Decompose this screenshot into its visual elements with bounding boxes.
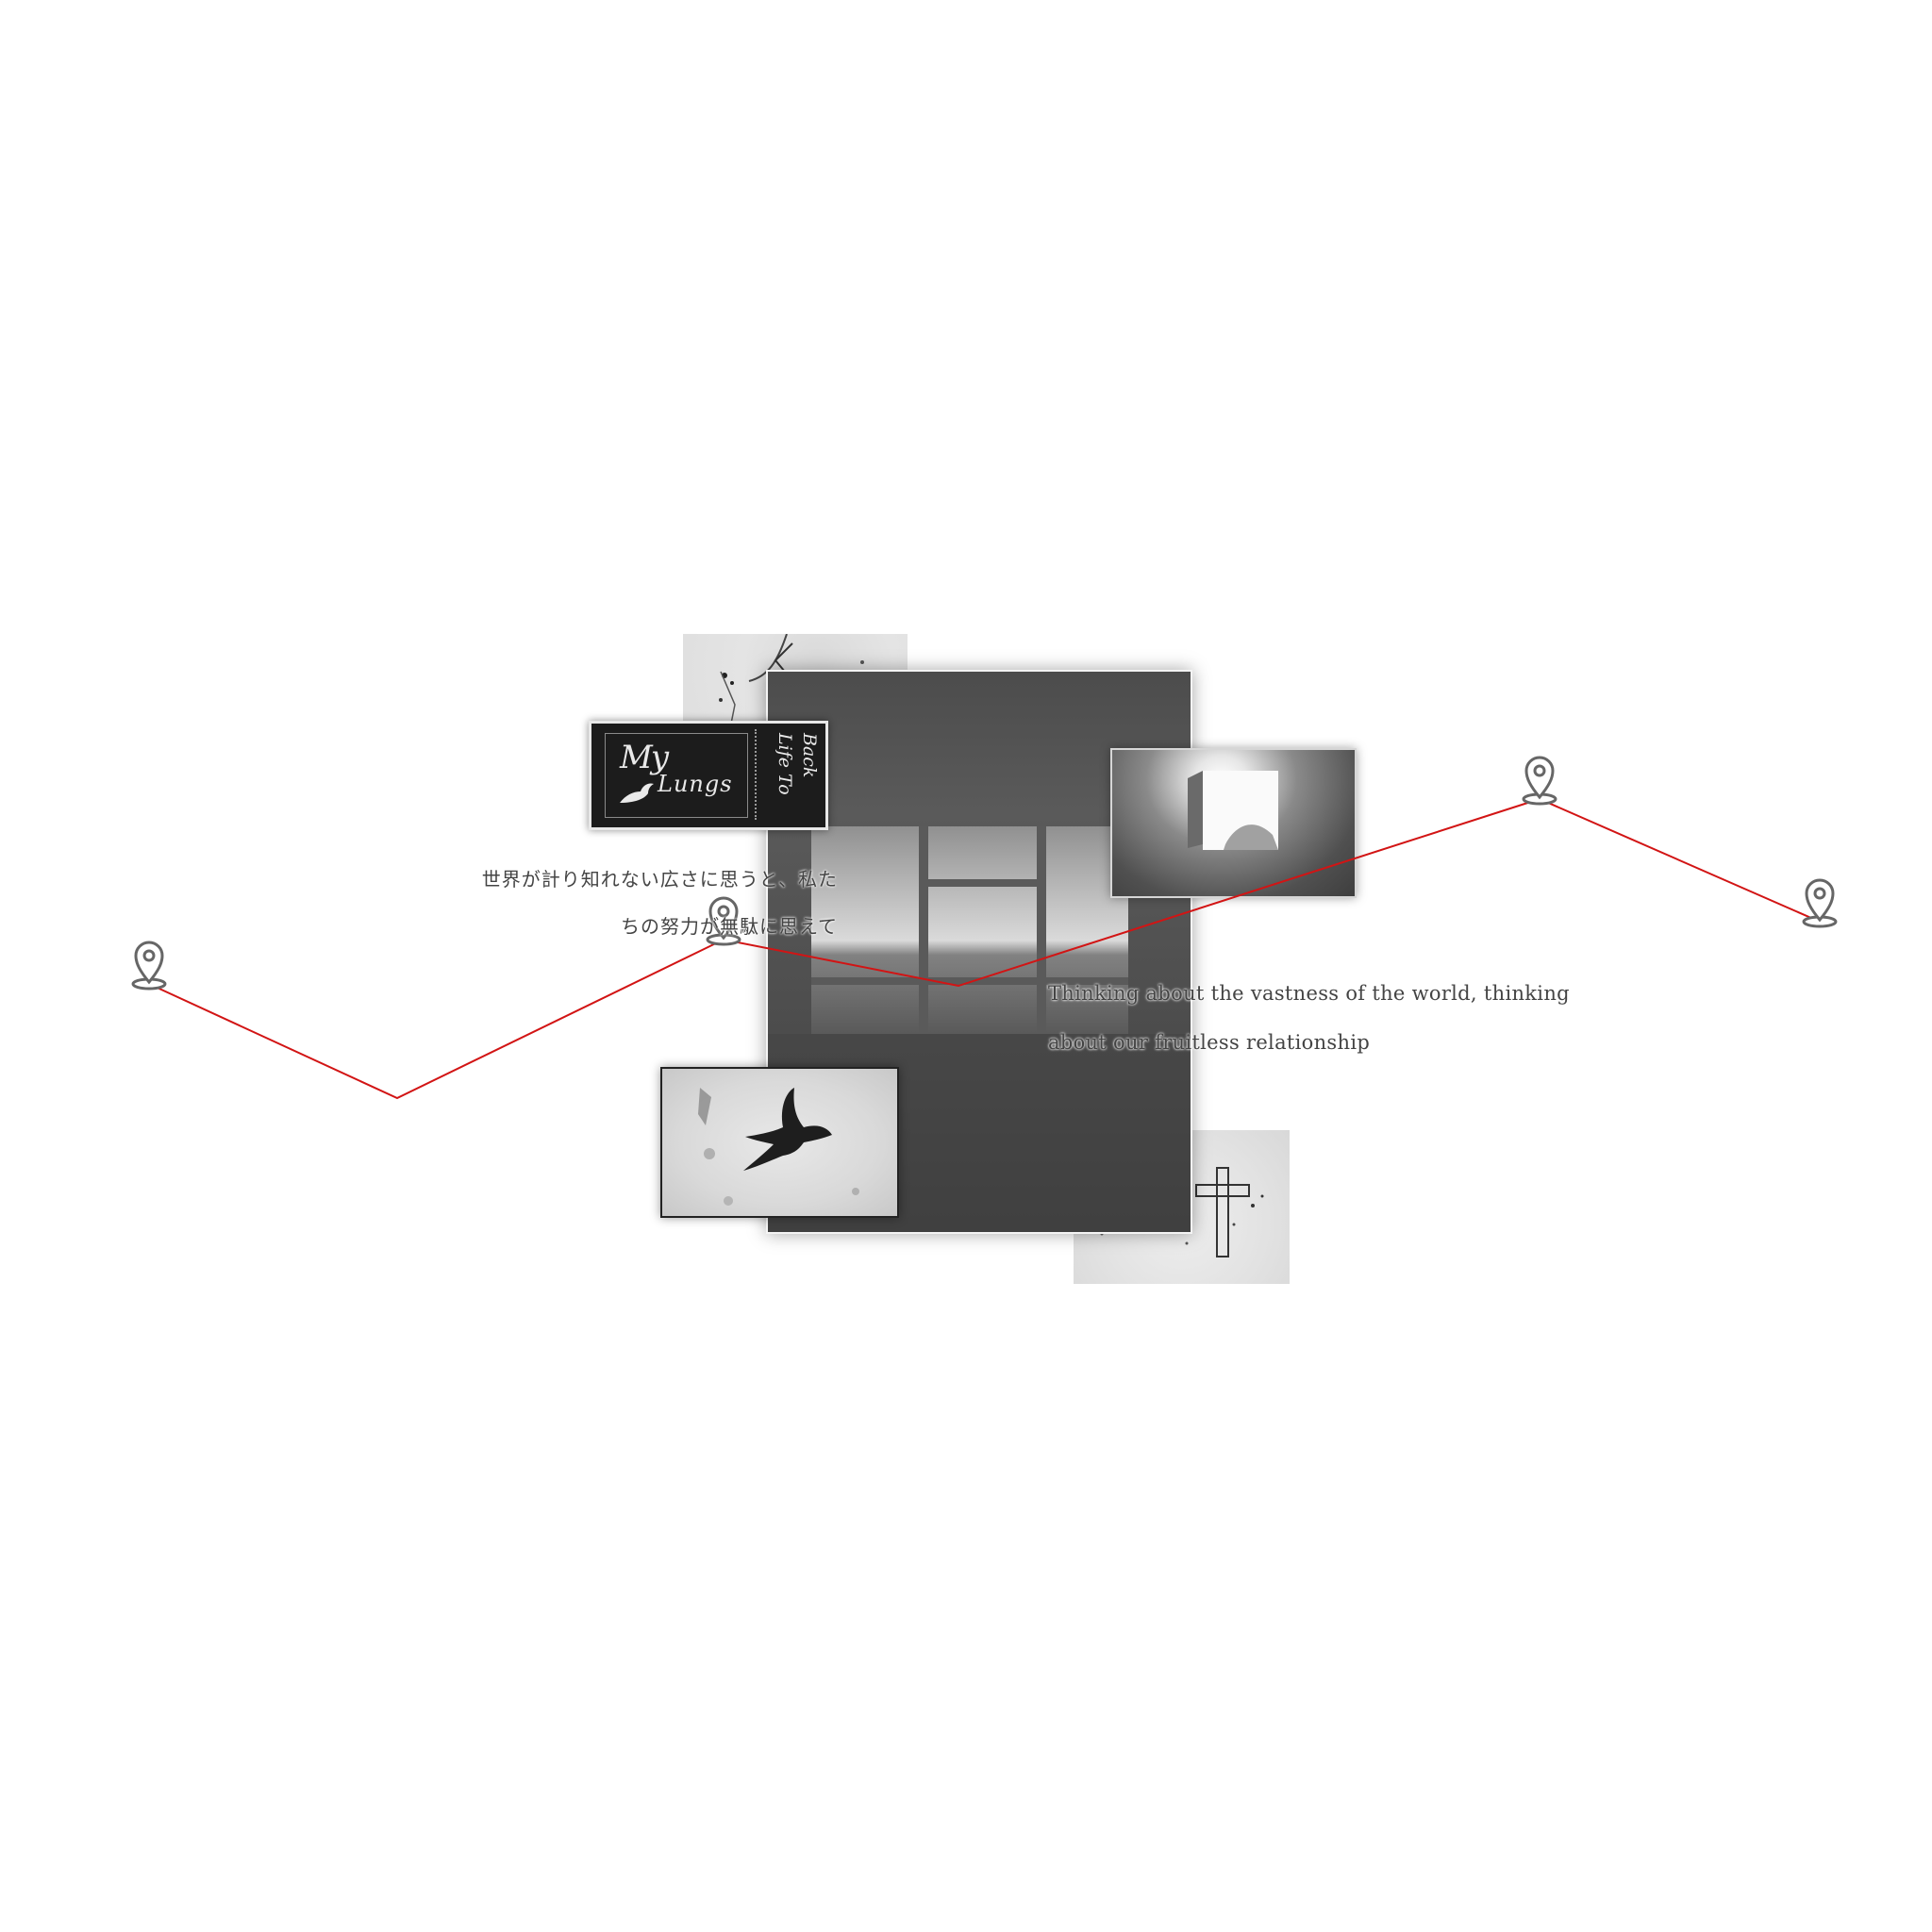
ticket-side-text: Back Life To xyxy=(774,733,820,795)
caption-jp-line1: 世界が計り知れない広さに思うと、私た xyxy=(481,868,838,891)
map-pin-icon[interactable] xyxy=(1522,756,1557,806)
doorway-photo xyxy=(1110,748,1357,898)
caption-en-line1: Thinking about the vastness of the world… xyxy=(1048,982,1570,1005)
map-pin-icon[interactable] xyxy=(131,941,167,991)
map-pin-icon[interactable] xyxy=(1802,878,1838,928)
doorway-shape xyxy=(1188,771,1278,850)
ticket-label: My Lungs Back Life To xyxy=(589,721,828,830)
bird-photo xyxy=(660,1067,899,1218)
cross-sketch xyxy=(1100,1167,1264,1257)
ticket-title-line2: Lungs xyxy=(658,771,733,797)
bird-silhouette xyxy=(698,1088,859,1206)
caption-jp-line2: ちの努力が無駄に思えて xyxy=(621,915,838,938)
crow-icon xyxy=(620,783,654,803)
ticket-title-line1: My xyxy=(620,739,669,776)
ticket-perforation xyxy=(755,729,757,820)
caption-en-line2: about our fruitless relationship xyxy=(1048,1031,1371,1054)
